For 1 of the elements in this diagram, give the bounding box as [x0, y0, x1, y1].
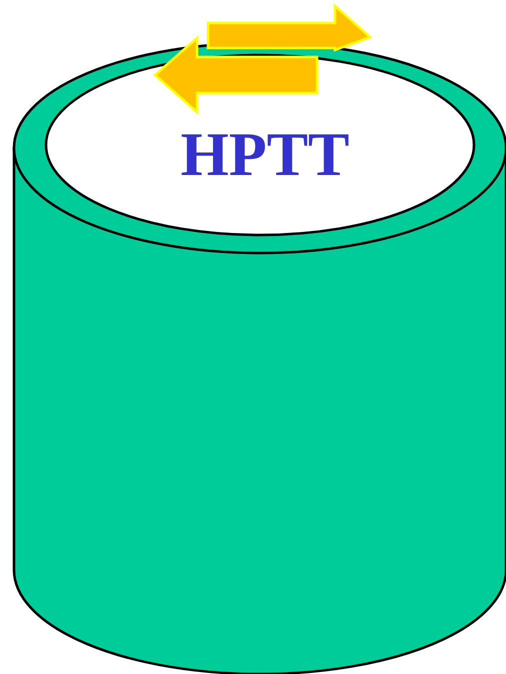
- cylinder-label: HPTT: [180, 120, 350, 190]
